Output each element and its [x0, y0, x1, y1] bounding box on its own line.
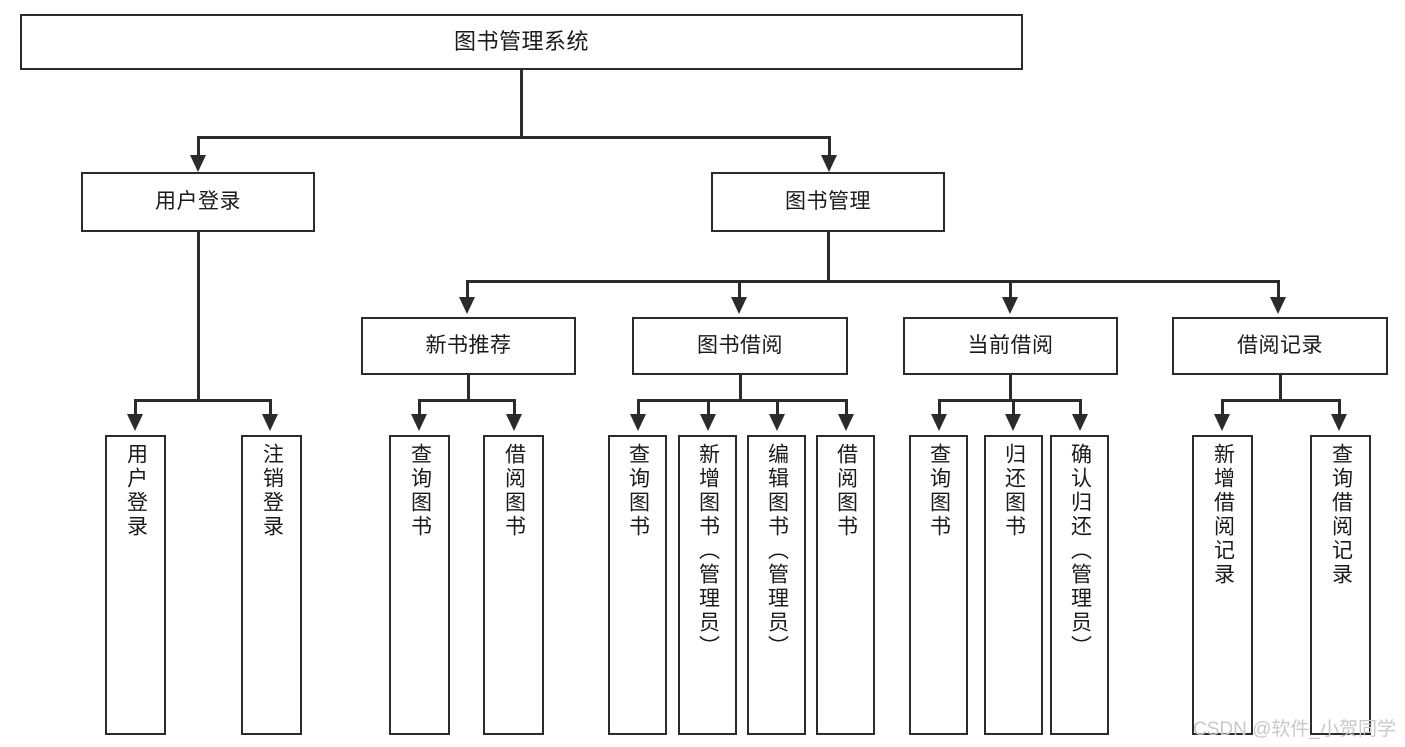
connector-record-drop-1: [1221, 399, 1224, 417]
node-label: 查询借阅记录: [1329, 443, 1353, 587]
arrow-bm-to-new-book-recommend: [459, 297, 475, 314]
arrow-borrow-leaf-3: [769, 414, 785, 431]
connector-recommend-bus: [418, 399, 516, 402]
arrow-user-login-leaf-1: [127, 414, 143, 431]
node-label: 查询图书: [927, 443, 951, 539]
connector-borrow-stem: [739, 375, 742, 401]
node-label: 归还图书: [1002, 443, 1026, 539]
arrow-bm-to-borrow-record: [1270, 297, 1286, 314]
connector-root-bus: [197, 136, 831, 139]
leaf-add-borrow-record[interactable]: 新增借阅记录: [1192, 435, 1253, 735]
connector-borrow-drop-3: [776, 399, 779, 417]
leaf-user-login[interactable]: 用户登录: [105, 435, 166, 735]
arrow-record-leaf-2: [1331, 414, 1347, 431]
node-book-borrow[interactable]: 图书借阅: [632, 317, 848, 375]
node-label: 用户登录: [124, 443, 148, 539]
connector-root-to-book-management: [828, 136, 831, 158]
connector-current-drop-1: [938, 399, 941, 417]
arrow-root-to-user-login: [190, 155, 206, 172]
node-label: 当前借阅: [967, 333, 1054, 357]
connector-record-bus: [1221, 399, 1341, 402]
node-label: 借阅图书: [502, 443, 526, 539]
connector-borrow-drop-1: [637, 399, 640, 417]
connector-recommend-stem: [467, 375, 470, 401]
node-label: 注销登录: [260, 443, 284, 539]
connector-current-bus: [938, 399, 1082, 402]
node-user-login[interactable]: 用户登录: [81, 172, 315, 232]
csdn-watermark: CSDN @软件_小贺同学: [1193, 719, 1396, 740]
node-root-book-management-system[interactable]: 图书管理系统: [20, 14, 1023, 70]
connector-user-login-drop-2: [269, 399, 272, 417]
arrow-current-leaf-3: [1072, 414, 1088, 431]
arrow-user-login-leaf-2: [262, 414, 278, 431]
connector-root-stem: [520, 70, 523, 138]
node-label: 查询图书: [626, 443, 650, 539]
node-label: 新书推荐: [425, 333, 512, 357]
arrow-borrow-leaf-2: [700, 414, 716, 431]
connector-borrow-bus: [637, 399, 846, 402]
arrow-bm-to-current-borrow: [1002, 297, 1018, 314]
connector-borrow-drop-4: [845, 399, 848, 417]
node-label: 图书借阅: [697, 333, 783, 357]
node-borrow-record[interactable]: 借阅记录: [1172, 317, 1388, 375]
connector-book-management-bus: [466, 280, 1280, 283]
leaf-query-book-borrow[interactable]: 查询图书: [608, 435, 667, 735]
node-label: 图书管理系统: [453, 29, 589, 55]
connector-recommend-drop-1: [418, 399, 421, 417]
node-label: 编辑图书（管理员）: [765, 443, 789, 659]
connector-bm-drop-2: [738, 280, 741, 300]
leaf-add-book-admin[interactable]: 新增图书（管理员）: [678, 435, 737, 735]
connector-borrow-drop-2: [707, 399, 710, 417]
arrow-root-to-book-management: [821, 155, 837, 172]
connector-bm-drop-1: [466, 280, 469, 300]
connector-user-login-stem: [197, 232, 200, 402]
node-label: 查询图书: [408, 443, 432, 539]
connector-bm-drop-4: [1277, 280, 1280, 300]
arrow-current-leaf-1: [931, 414, 947, 431]
connector-record-stem: [1279, 375, 1282, 401]
arrow-current-leaf-2: [1005, 414, 1021, 431]
node-label: 用户登录: [155, 189, 241, 213]
node-new-book-recommend[interactable]: 新书推荐: [361, 317, 576, 375]
arrow-borrow-leaf-1: [630, 414, 646, 431]
connector-root-to-user-login: [197, 136, 200, 158]
node-current-borrow[interactable]: 当前借阅: [903, 317, 1118, 375]
connector-user-login-drop-1: [134, 399, 137, 417]
arrow-recommend-leaf-1: [411, 414, 427, 431]
leaf-return-book[interactable]: 归还图书: [984, 435, 1043, 735]
leaf-confirm-return-admin[interactable]: 确认归还（管理员）: [1050, 435, 1109, 735]
connector-current-stem: [1009, 375, 1012, 401]
node-label: 新增图书（管理员）: [696, 443, 720, 659]
leaf-query-book-current[interactable]: 查询图书: [909, 435, 968, 735]
node-label: 确认归还（管理员）: [1068, 443, 1092, 659]
connector-current-drop-3: [1079, 399, 1082, 417]
node-label: 借阅图书: [834, 443, 858, 539]
node-book-management[interactable]: 图书管理: [711, 172, 945, 232]
leaf-logout[interactable]: 注销登录: [241, 435, 302, 735]
connector-user-login-bus: [134, 399, 272, 402]
node-label: 新增借阅记录: [1211, 443, 1235, 587]
arrow-recommend-leaf-2: [506, 414, 522, 431]
leaf-borrow-book-recommend[interactable]: 借阅图书: [483, 435, 544, 735]
connector-bm-drop-3: [1009, 280, 1012, 300]
node-label: 图书管理: [785, 189, 871, 213]
connector-record-drop-2: [1338, 399, 1341, 417]
leaf-query-borrow-record[interactable]: 查询借阅记录: [1310, 435, 1371, 735]
connector-book-management-stem: [827, 232, 830, 282]
arrow-record-leaf-1: [1214, 414, 1230, 431]
arrow-borrow-leaf-4: [838, 414, 854, 431]
leaf-borrow-book[interactable]: 借阅图书: [816, 435, 875, 735]
node-label: 借阅记录: [1237, 333, 1323, 357]
connector-current-drop-2: [1012, 399, 1015, 417]
arrow-bm-to-book-borrow: [731, 297, 747, 314]
leaf-edit-book-admin[interactable]: 编辑图书（管理员）: [747, 435, 806, 735]
connector-recommend-drop-2: [513, 399, 516, 417]
leaf-query-book-recommend[interactable]: 查询图书: [389, 435, 450, 735]
